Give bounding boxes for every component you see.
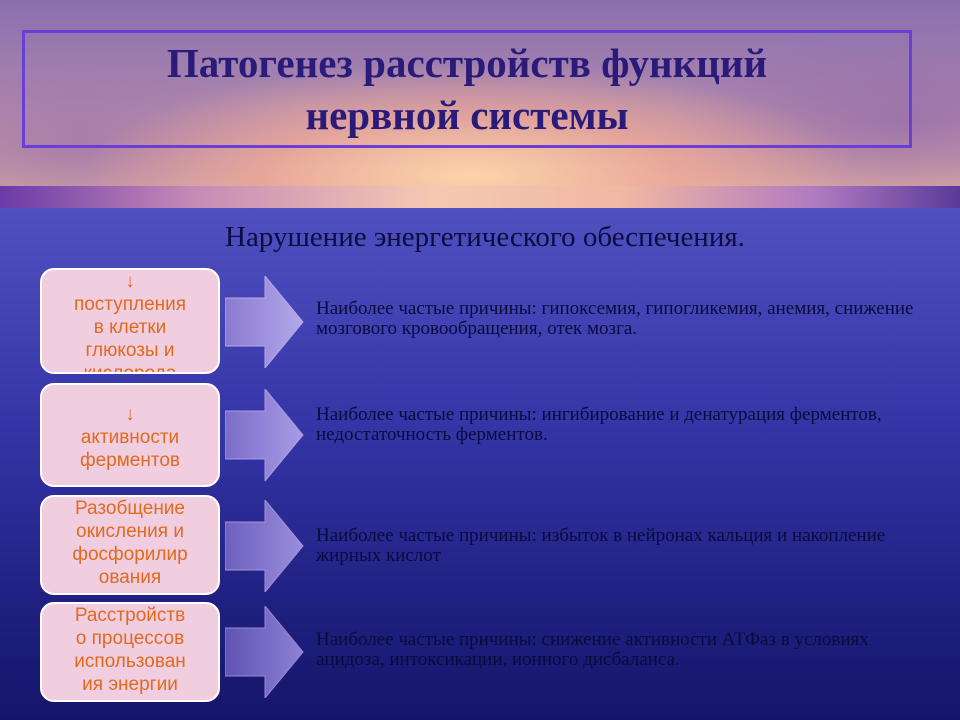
cause-description-4: Наиболее частые причины: снижение активн… (316, 629, 869, 670)
cause-box-1: ↓ поступления в клетки глюкозы и кислоро… (40, 268, 220, 374)
arrow-icon-4 (225, 606, 304, 698)
slide-subtitle: Нарушение энергетического обеспечения. (225, 221, 745, 253)
cause-text-3: Разобщение окисления и фосфорилир ования (72, 498, 188, 588)
cause-description-1: Наиболее частые причины: гипоксемия, гип… (316, 298, 914, 339)
cause-box-3: Разобщение окисления и фосфорилир ования (40, 495, 220, 595)
arrow-icon-3 (225, 500, 304, 592)
cause-description-2: Наиболее частые причины: ингибирование и… (316, 404, 882, 445)
decorative-stripe (0, 186, 960, 208)
slide-title: Патогенез расстройств функций нервной си… (166, 40, 768, 138)
cause-description-3: Наиболее частые причины: избыток в нейро… (316, 525, 886, 566)
cause-box-2: ↓ активности ферментов (40, 383, 220, 487)
cause-text-4: Расстройств о процессов использован ия э… (74, 605, 186, 695)
cause-text-1: ↓ поступления в клетки глюкозы и кислоро… (73, 271, 187, 374)
arrow-icon-2 (225, 389, 304, 481)
cause-text-2: ↓ активности ферментов (79, 404, 181, 471)
arrow-icon-1 (225, 276, 304, 368)
title-frame: Патогенез расстройств функций нервной си… (22, 30, 912, 148)
cause-box-4: Расстройств о процессов использован ия э… (40, 602, 220, 702)
